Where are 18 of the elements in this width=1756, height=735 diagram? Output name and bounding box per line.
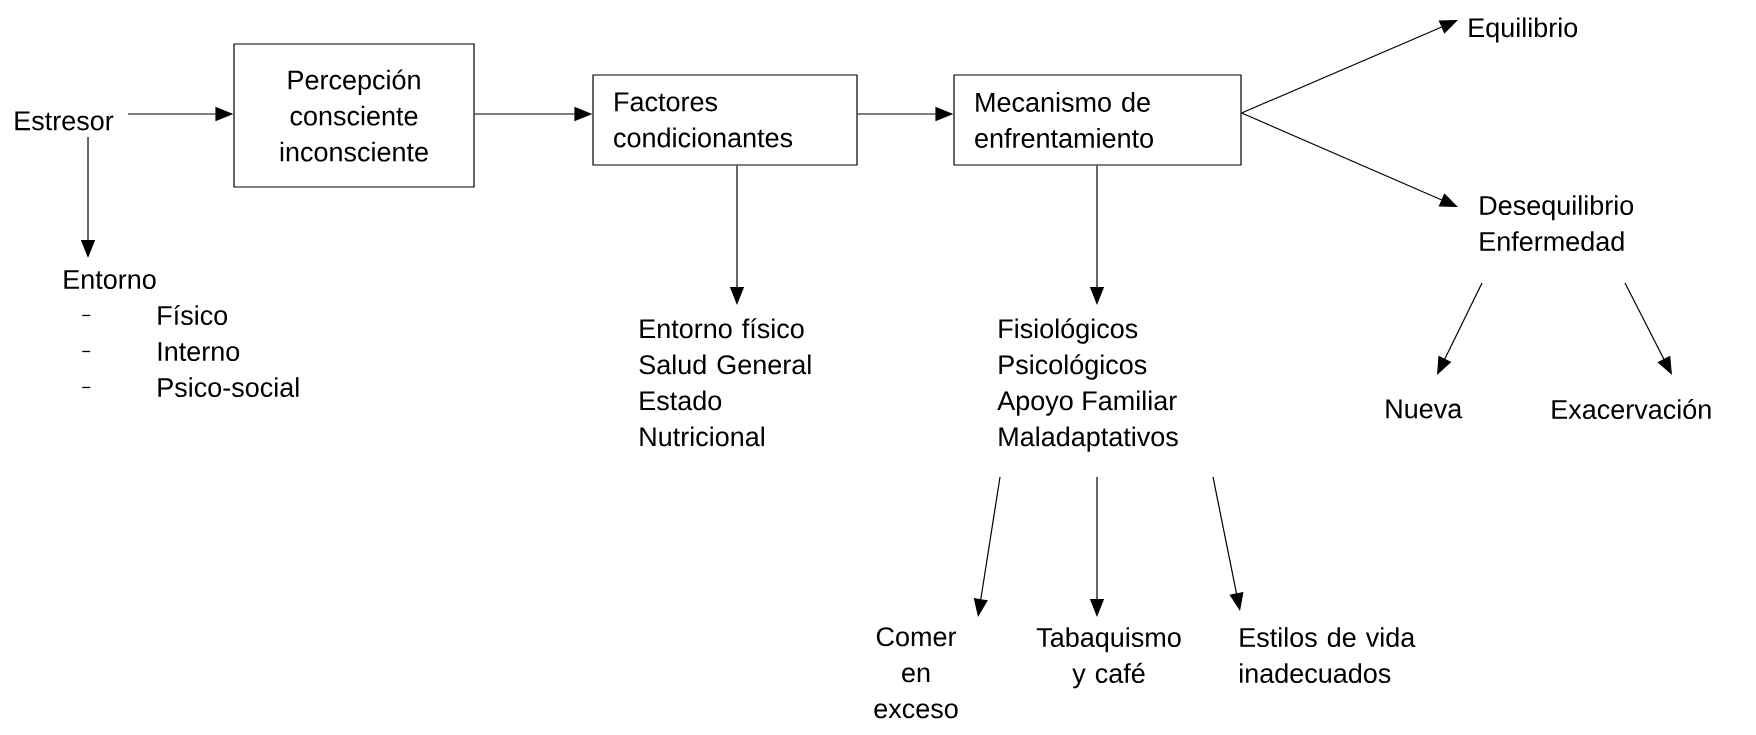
arrow: [1437, 282, 1483, 375]
flow-text: Entorno Físico Interno Psico-social: [64, 270, 299, 398]
flow-text: Comer en exceso: [874, 627, 958, 719]
flow-text: Estilos de vida inadecuados: [1240, 627, 1416, 683]
arrow: [1241, 112, 1458, 207]
flow-text: Estresor: [15, 111, 114, 131]
arrow: [1241, 20, 1458, 114]
flow-text: Entorno físico Salud General Estado Nutricional: [639, 318, 811, 447]
flow-text: Exacervación: [1552, 398, 1711, 420]
flow-text: Desequilibrio Enfermedad: [1480, 195, 1634, 252]
flow-text: Nueva: [1386, 399, 1463, 419]
process-box: Percepción consciente inconsciente: [233, 43, 475, 188]
process-box: Factores condicionantes: [592, 74, 858, 166]
arrow: [1624, 282, 1672, 375]
flow-text: Equilibrio: [1469, 17, 1578, 43]
process-box: Mecanismo de enfrentamiento: [953, 74, 1242, 166]
flow-text: Fisiológicos Psicológicos Apoyo Familiar Maladaptativos: [997, 318, 1178, 452]
flow-text: Tabaquismo y café: [1036, 627, 1181, 689]
